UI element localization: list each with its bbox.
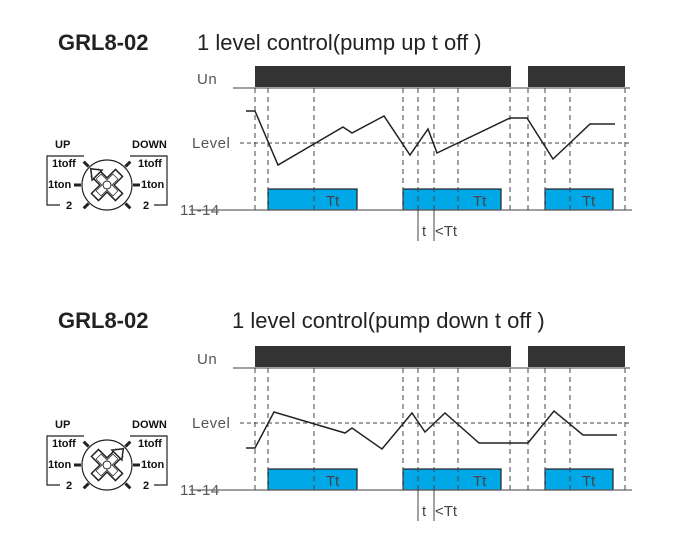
t-label: t [422, 223, 427, 240]
dial-tick [124, 160, 132, 168]
label-un: Un [197, 71, 217, 88]
dial-bracket-down [130, 155, 168, 206]
dial-cross-inner [95, 173, 119, 197]
dial-bracket-up [46, 155, 84, 206]
label-level: Level [192, 415, 230, 432]
dial-cross-icon [90, 448, 124, 482]
dial-pos-up-2: 2 [66, 200, 72, 212]
supply-bar [528, 66, 625, 87]
dial-tick [124, 202, 132, 210]
model-title: GRL8-02 [58, 30, 148, 55]
output-on-box [267, 468, 358, 491]
output-on-box [544, 188, 614, 211]
dial-pos-down-2: 2 [143, 480, 149, 492]
dial-down-label: DOWN [132, 419, 167, 431]
arrow-pointer-icon [89, 167, 104, 182]
timer-label: Tt [473, 473, 487, 490]
dial-pos-up-2: 2 [66, 480, 72, 492]
mode-dial: UP DOWN 1toff 1ton 2 1toff 1ton 2 [46, 419, 168, 492]
dial-tick [124, 440, 132, 448]
panel-pump-down: GRL8-02 1 level control(pump down t off … [46, 308, 632, 521]
dial-pos-down-1toff: 1toff [138, 158, 162, 170]
dial-up-label: UP [55, 139, 70, 151]
timer-label: Tt [326, 193, 340, 210]
arrow-pointer-icon [110, 447, 125, 462]
output-on-box [267, 188, 358, 211]
timer-label: Tt [326, 473, 340, 490]
label-un: Un [197, 351, 217, 368]
t-compare-label: <Tt [435, 223, 458, 240]
dial-tick [82, 160, 90, 168]
dial-tick [124, 482, 132, 490]
supply-bar [255, 66, 511, 87]
dial-tick [82, 482, 90, 490]
timer-label: Tt [582, 193, 596, 210]
dial-pos-up-1ton: 1ton [48, 459, 72, 471]
label-level: Level [192, 135, 230, 152]
dial-up-label: UP [55, 419, 70, 431]
dial-cross-center [102, 180, 112, 190]
mode-dial: UP DOWN 1toff 1ton 2 1toff 1ton 2 [46, 139, 168, 212]
dial-cross-icon [90, 168, 124, 202]
dial-tick [82, 440, 90, 448]
dial-pos-up-1toff: 1toff [52, 438, 76, 450]
level-curve [246, 110, 615, 167]
dial-tick [82, 202, 90, 210]
dial-pos-down-2: 2 [143, 200, 149, 212]
dial-down-label: DOWN [132, 139, 167, 151]
mode-title: 1 level control(pump down t off ) [232, 308, 545, 333]
dial-pos-up-1ton: 1ton [48, 179, 72, 191]
dial-pos-down-1ton: 1ton [141, 459, 165, 471]
dial-bracket-up [46, 435, 84, 486]
dial-cross-center [102, 460, 112, 470]
timer-label: Tt [582, 473, 596, 490]
panel-pump-up: GRL8-02 1 level control(pump up t off ) … [46, 30, 632, 241]
arrow-pointer-head [110, 447, 125, 462]
supply-bar [528, 346, 625, 367]
dial-pos-up-1toff: 1toff [52, 158, 76, 170]
dial-pos-down-1toff: 1toff [138, 438, 162, 450]
arrow-pointer-head [89, 167, 104, 182]
dial-cross-inner [95, 453, 119, 477]
timer-label: Tt [473, 193, 487, 210]
dial-bracket-down [130, 435, 168, 486]
t-compare-label: <Tt [435, 503, 458, 520]
dial-pos-down-1ton: 1ton [141, 179, 165, 191]
level-curve [246, 409, 617, 451]
t-label: t [422, 503, 427, 520]
output-on-box [544, 468, 614, 491]
model-title: GRL8-02 [58, 308, 148, 333]
supply-bar [255, 346, 511, 367]
mode-title: 1 level control(pump up t off ) [197, 30, 482, 55]
